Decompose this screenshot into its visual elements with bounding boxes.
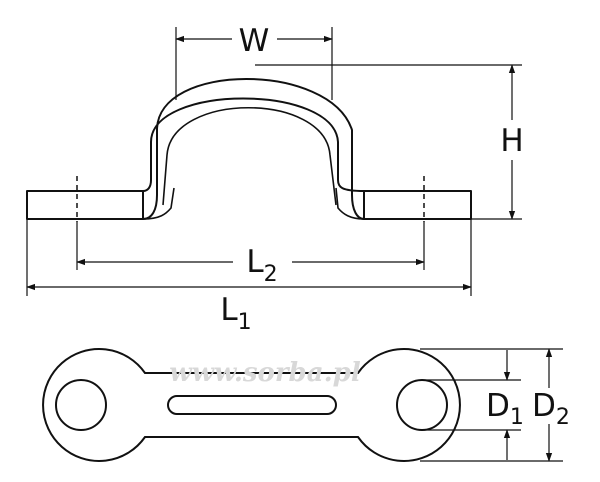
arch-base-right xyxy=(335,187,365,220)
diam2-label: D2 xyxy=(532,388,570,430)
arch-base-left xyxy=(142,187,175,220)
outer-arch xyxy=(142,78,365,220)
center-slot xyxy=(167,395,337,415)
left-mounting-hole xyxy=(55,379,107,431)
length2-label: L2 xyxy=(246,244,277,287)
arch-middle-line xyxy=(162,107,337,206)
dimension-lines xyxy=(26,35,516,291)
watermark: www.sorba.pl xyxy=(169,358,361,388)
length1-label: L1 xyxy=(220,292,251,335)
width-label: W xyxy=(239,23,270,59)
diam1-label: D1 xyxy=(486,388,524,430)
inner-arch xyxy=(142,97,365,192)
top-dimension-lines xyxy=(503,348,553,462)
plan-outline xyxy=(42,348,461,462)
side-view xyxy=(26,78,472,222)
right-foot xyxy=(363,190,472,220)
height-label: H xyxy=(500,123,523,159)
top-view xyxy=(42,348,461,462)
left-foot xyxy=(26,190,144,220)
